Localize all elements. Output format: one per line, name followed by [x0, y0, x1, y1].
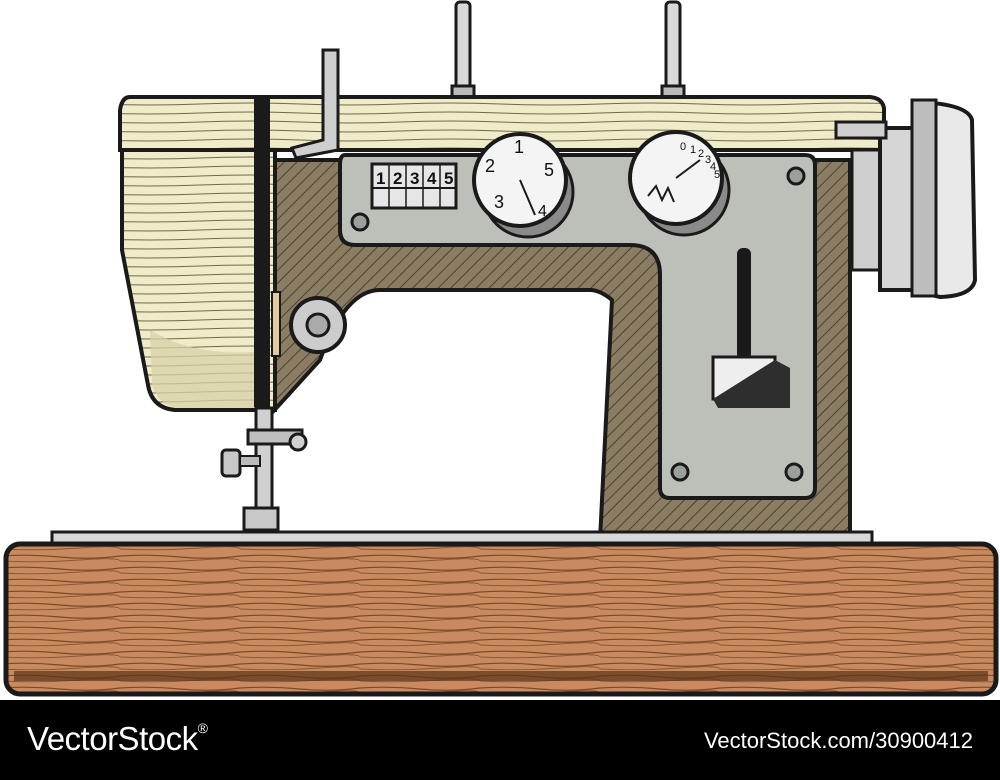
dial-number: 1	[514, 137, 524, 157]
selector-number: 5	[444, 169, 453, 188]
front-panel	[338, 153, 817, 500]
dial-number: 5	[544, 160, 554, 180]
stitch-length-dial: 1 2 3 4 5	[472, 132, 575, 239]
dial-number: 4	[710, 161, 716, 173]
tension-knob	[271, 291, 347, 357]
dial-number: 5	[714, 169, 720, 181]
dial-number: 3	[494, 192, 504, 212]
selector-number: 4	[427, 169, 437, 188]
brand-name: VectorStock	[27, 720, 198, 757]
selector-number: 1	[376, 169, 385, 188]
dial-number: 1	[690, 144, 696, 156]
dial-number: 4	[538, 203, 547, 220]
dial-number: 2	[698, 148, 704, 160]
stitch-selector: 1 2 3 4 5	[370, 162, 458, 210]
selector-number: 3	[410, 169, 419, 188]
spool-pins	[450, 0, 686, 100]
wooden-base	[3, 541, 999, 697]
reverse-lever	[711, 248, 790, 408]
registered-mark: ®	[197, 720, 208, 736]
panel-screws	[350, 166, 806, 482]
presser-foot	[220, 406, 308, 532]
thread-guide	[289, 48, 340, 160]
stitch-width-dial: 0 1 2 3 4 5	[628, 130, 731, 237]
dial-number: 2	[485, 156, 495, 176]
brand-logo: VectorStock®	[27, 720, 208, 758]
image-id: VectorStock.com/30900412	[703, 728, 973, 753]
dial-number: 3	[705, 154, 711, 166]
selector-number: 2	[393, 169, 402, 188]
sewing-machine-illustration: 1 2 3 4 5 1 2 3 4 5 0 1 2 3 4 5	[3, 0, 999, 697]
watermark-footer: VectorStock® VectorStock.com/30900412	[0, 700, 1000, 780]
dial-number: 0	[680, 141, 686, 153]
handwheel	[834, 98, 978, 300]
